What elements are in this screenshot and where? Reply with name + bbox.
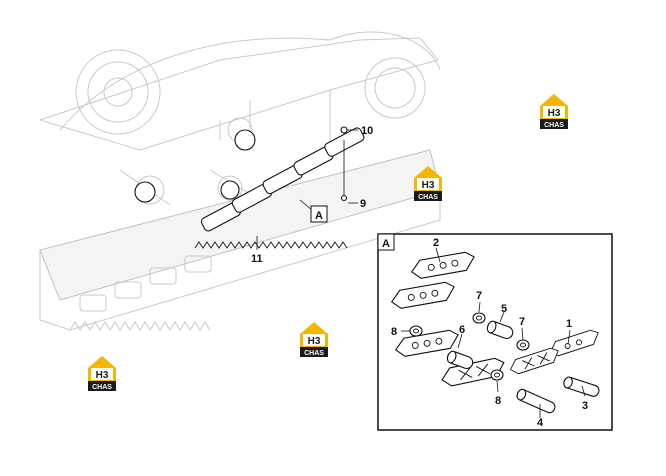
pin-part-4 <box>516 388 556 414</box>
svg-text:CHAS: CHAS <box>92 384 112 391</box>
track-chain-highlight <box>134 127 365 249</box>
svg-text:CHAS: CHAS <box>304 350 324 357</box>
master-link <box>439 356 507 389</box>
callout-11: 11 <box>251 253 263 265</box>
seal-part-7-left <box>472 312 486 324</box>
callout-10: 10 <box>361 125 373 137</box>
callout-5: 5 <box>501 303 507 315</box>
callout-6: 6 <box>459 324 465 336</box>
seal-part-7-right <box>516 339 530 351</box>
callout-7-right: 7 <box>519 316 525 328</box>
callout-3: 3 <box>582 400 588 412</box>
callout-1: 1 <box>566 318 572 330</box>
track-link-lower <box>393 328 461 359</box>
track-link-middle <box>389 280 457 311</box>
track-link-part-1 <box>547 327 602 359</box>
track-link-part-2 <box>409 250 477 281</box>
callout-4: 4 <box>537 417 544 429</box>
track-link-right-lower <box>507 345 562 377</box>
detail-ref-box <box>310 205 328 223</box>
svg-text:H3: H3 <box>548 108 561 119</box>
bushing-part-6 <box>446 350 474 370</box>
callout-8-left: 8 <box>391 326 397 338</box>
detail-view-a: A <box>377 233 613 431</box>
watermark-logo-4: H3 CHAS <box>88 356 116 391</box>
callout-9: 9 <box>360 198 366 210</box>
pin-part-3 <box>563 376 600 397</box>
callout-7-left: 7 <box>476 290 482 302</box>
overview-leaders <box>256 126 358 250</box>
svg-text:H3: H3 <box>308 336 321 347</box>
detail-ref-label: A <box>315 210 323 222</box>
svg-text:H3: H3 <box>422 180 435 191</box>
svg-text:H3: H3 <box>96 370 109 381</box>
watermark-logo-2: H3 CHAS <box>414 166 442 201</box>
pin-part-5 <box>486 320 514 340</box>
callout-8-right: 8 <box>495 395 501 407</box>
detail-label: A <box>382 238 390 250</box>
callout-2: 2 <box>433 237 439 249</box>
seal-part-8-left <box>409 325 423 337</box>
svg-text:CHAS: CHAS <box>418 194 438 201</box>
svg-text:CHAS: CHAS <box>544 122 564 129</box>
detail-label-box <box>377 233 395 251</box>
seal-part-8-right <box>490 369 504 381</box>
watermark-logo-3: H3 CHAS <box>300 322 328 357</box>
watermark-logo-1: H3 CHAS <box>540 94 568 129</box>
